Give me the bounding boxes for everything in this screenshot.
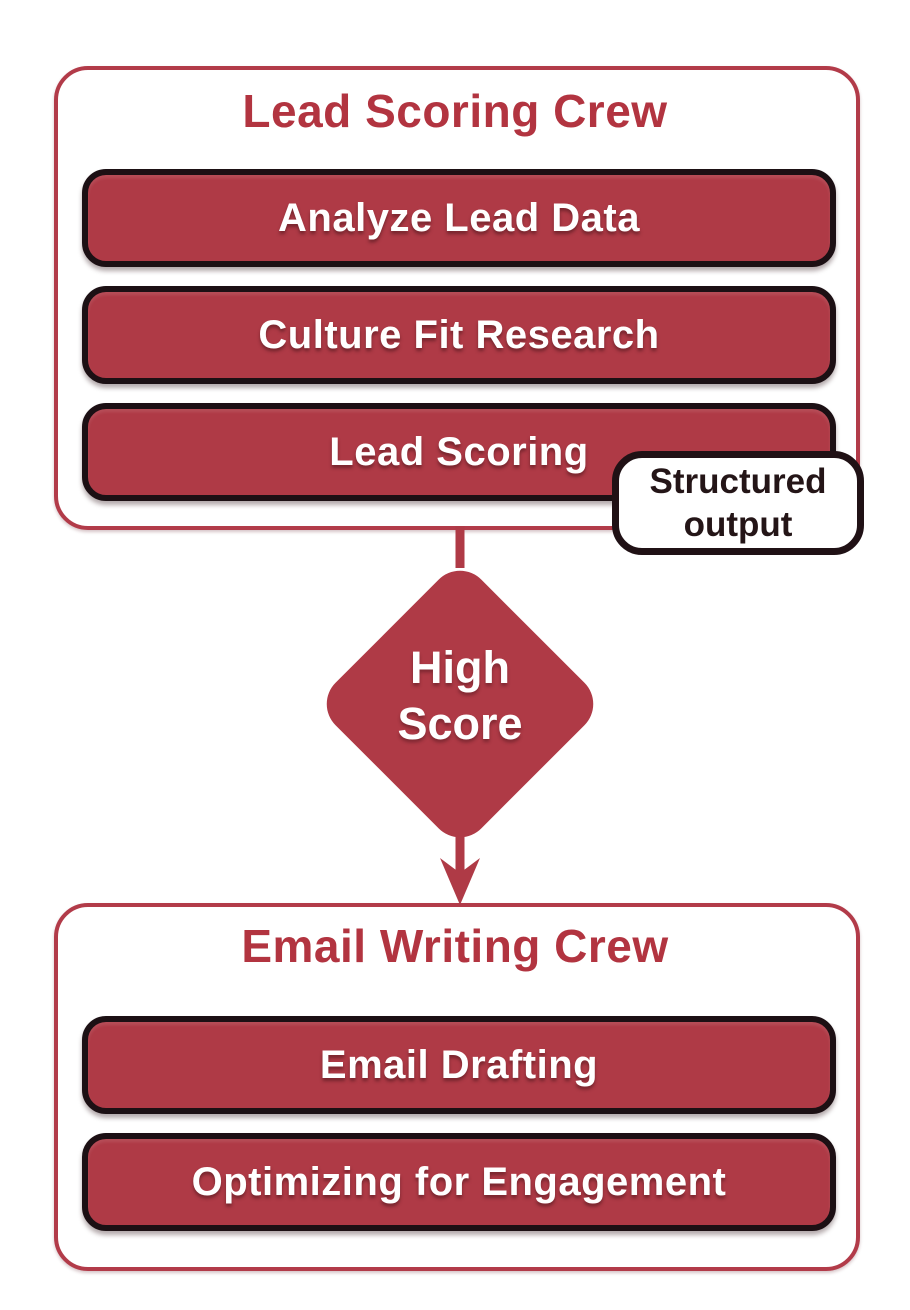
- callout-line-2: output: [683, 505, 793, 544]
- task-node-optimizing-for-engagement: Optimizing for Engagement: [82, 1133, 836, 1231]
- task-node-lead-scoring: Lead Scoring: [82, 403, 836, 501]
- high-score-decision-label: High Score: [330, 640, 590, 752]
- task-label: Email Drafting: [319, 1042, 599, 1087]
- task-label: Analyze Lead Data: [278, 195, 640, 240]
- task-label: Lead Scoring: [329, 429, 589, 474]
- lead-scoring-crew-title: Lead Scoring Crew: [242, 85, 668, 137]
- task-node-analyze-lead-data: Analyze Lead Data: [82, 169, 836, 267]
- task-label: Culture Fit Research: [258, 312, 660, 357]
- task-node-culture-fit-research: Culture Fit Research: [82, 286, 836, 384]
- decision-line-1: High: [410, 642, 510, 693]
- connector-arrow: [440, 526, 480, 905]
- email-writing-crew-title: Email Writing Crew: [241, 920, 669, 972]
- decision-line-2: Score: [397, 698, 523, 749]
- connector-line-top: [455, 526, 465, 568]
- task-label: Optimizing for Engagement: [191, 1159, 727, 1204]
- task-node-email-drafting: Email Drafting: [82, 1016, 836, 1114]
- arrow-down-icon: [440, 858, 480, 905]
- callout-line-1: Structured: [649, 462, 827, 501]
- structured-output-callout: Structured output: [612, 451, 864, 555]
- connector-line-bottom: [455, 834, 465, 876]
